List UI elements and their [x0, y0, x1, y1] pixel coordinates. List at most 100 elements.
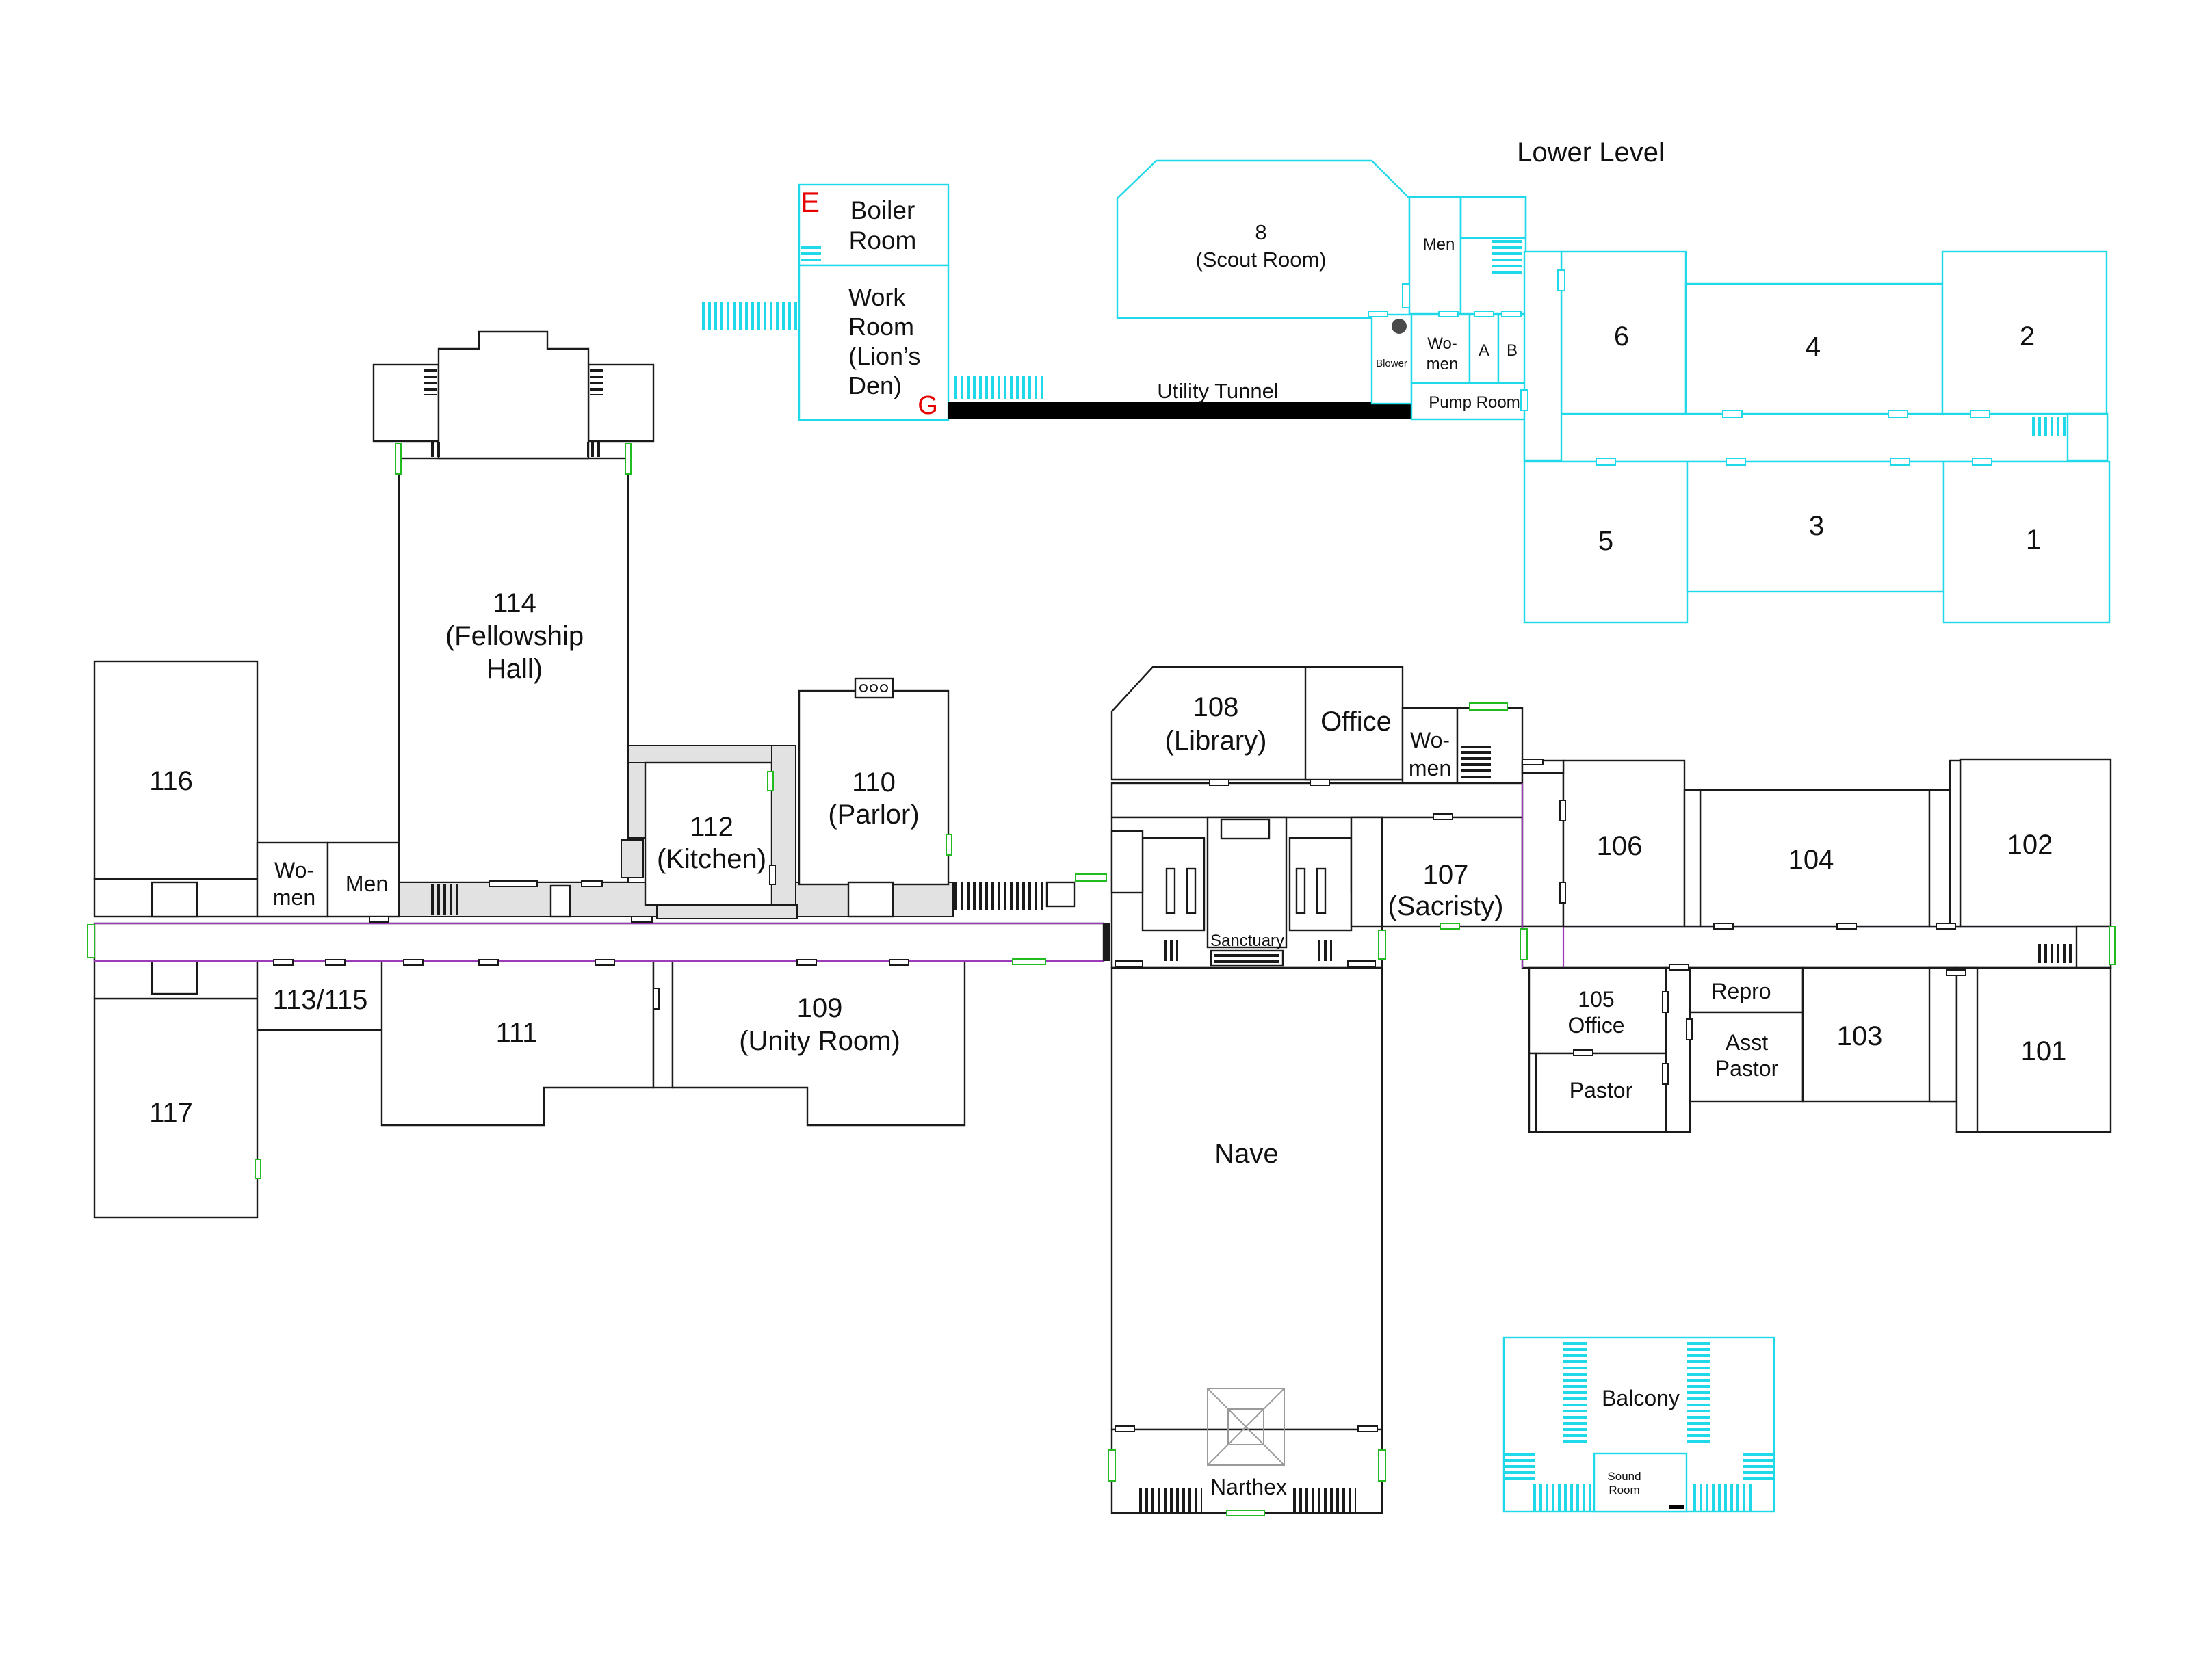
entry-east-end	[2075, 925, 2112, 969]
label-pastor: Pastor	[1570, 1078, 1633, 1103]
doors-exterior	[87, 443, 2116, 1516]
fireplace-knob	[870, 684, 878, 692]
room-114	[398, 457, 629, 884]
chancel-steps	[1214, 953, 1279, 963]
lower-stair-end	[2066, 412, 2109, 462]
wall-103	[1928, 966, 1958, 1103]
room-105-office	[1528, 966, 1667, 1055]
room-116	[93, 660, 259, 880]
lower-room-6-hall	[1523, 250, 1563, 462]
lower-room-3	[1686, 460, 1945, 593]
narthex-stair-left	[1139, 1488, 1202, 1512]
label-lower-5: 5	[1598, 526, 1613, 556]
label-lower-3: 3	[1809, 511, 1824, 541]
balcony-stair-left-lower	[1531, 1484, 1593, 1512]
stair-center	[1461, 746, 1491, 783]
label-110: 110(Parlor)	[828, 767, 919, 830]
balcony-stair-left	[1504, 1453, 1535, 1484]
nave	[1110, 966, 1383, 1431]
pew-chancel	[1295, 867, 1306, 914]
stage-step-left	[428, 442, 441, 457]
lower-level	[701, 159, 2111, 1513]
label-women-west: Wo-men	[273, 858, 315, 910]
main-level	[87, 330, 2116, 1516]
pew-chancel	[1316, 867, 1327, 914]
room-101	[1955, 966, 2112, 1133]
lower-corridor	[1523, 412, 2109, 463]
sound-room	[1593, 1452, 1688, 1513]
lower-room-4	[1684, 282, 1944, 415]
boiler-stair	[801, 246, 821, 265]
stage-stair-left	[424, 369, 437, 395]
label-104: 104	[1788, 845, 1834, 875]
blower-room	[1370, 313, 1413, 405]
corridor-west	[93, 922, 1105, 962]
stage-step-right	[587, 442, 601, 457]
lower-room-5	[1523, 460, 1689, 624]
sacristy-closet	[1350, 816, 1383, 928]
restroom-women-west	[256, 841, 329, 918]
partition-111	[652, 958, 674, 1089]
doors-main	[273, 759, 1966, 1432]
stair-east	[2038, 944, 2075, 963]
room-106	[1562, 759, 1686, 928]
wall-104-east	[1928, 789, 1951, 928]
label-108: 108(Library)	[1165, 692, 1267, 756]
stair-service-east	[951, 882, 1047, 910]
counter-south	[656, 904, 798, 919]
stage	[437, 330, 590, 460]
label-women-center: Wo-men	[1409, 728, 1451, 780]
label-117: 117	[149, 1098, 193, 1128]
room-104	[1699, 789, 1931, 928]
balcony-aisle-right	[1687, 1341, 1710, 1443]
label-lower-2: 2	[2020, 321, 2035, 352]
label-office: Office	[1320, 707, 1392, 737]
appliance	[621, 839, 644, 878]
fireplace-knob	[859, 684, 868, 692]
altar	[1220, 818, 1271, 840]
label-111: 111	[496, 1018, 538, 1048]
label-utility-tunnel: Utility Tunnel	[1157, 379, 1278, 403]
lower-level-title: Lower Level	[1517, 137, 1665, 168]
doors-lower	[1368, 269, 1992, 466]
label-men-west: Men	[346, 871, 388, 896]
scout-stair	[1492, 238, 1522, 276]
narthex-stair-right	[1293, 1488, 1356, 1512]
stage-stair-right	[590, 369, 603, 395]
balcony-stair-right	[1743, 1453, 1774, 1484]
room-113-115	[256, 958, 401, 1031]
stair-west-upper	[151, 881, 198, 918]
font-fixture	[1227, 1408, 1264, 1445]
pew-chancel	[1186, 867, 1197, 914]
marker-e: E	[801, 186, 820, 218]
lower-room-2	[1941, 250, 2108, 415]
work-room-stair	[701, 302, 798, 330]
tunnel-stair	[951, 376, 1047, 399]
label-112: 112(Kitchen)	[657, 812, 766, 874]
label-repro: Repro	[1711, 979, 1771, 1003]
pump-room	[1410, 382, 1529, 421]
label-blower: Blower	[1376, 358, 1407, 369]
label-107: 107(Sacristy)	[1388, 860, 1504, 921]
utility-tunnel	[948, 402, 1414, 419]
lower-room-1	[1942, 460, 2111, 624]
corridor-east-main	[1521, 925, 2112, 969]
corridor-end	[1103, 923, 1110, 961]
room-pastor	[1535, 1052, 1667, 1133]
chancel-step-left	[1163, 940, 1178, 961]
chancel-step-right	[1317, 940, 1332, 961]
pew-chancel	[1165, 867, 1176, 914]
label-lower-1: 1	[2026, 525, 2041, 555]
counter-north	[627, 745, 796, 763]
font-fixture	[1207, 1388, 1285, 1466]
wall-pastor	[1528, 1052, 1537, 1133]
lower-stair	[2032, 417, 2066, 436]
label-nave: Nave	[1214, 1139, 1278, 1169]
wall-104-west	[1683, 789, 1702, 928]
